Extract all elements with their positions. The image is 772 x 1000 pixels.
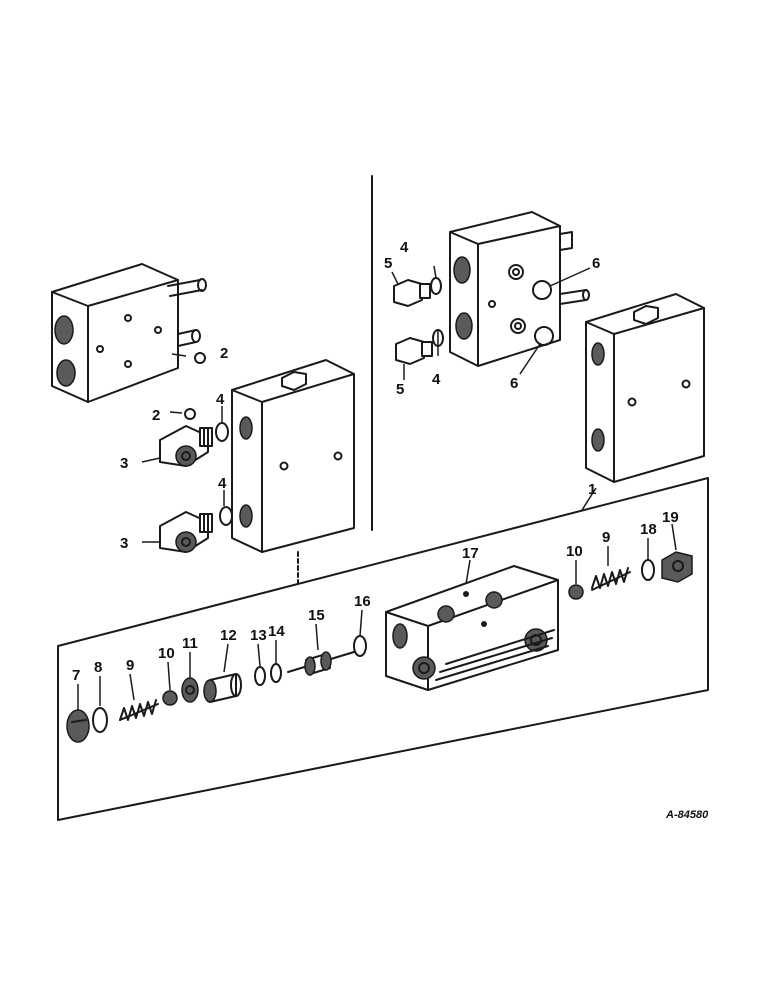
callout-18: 18 (640, 521, 657, 538)
spool-15 (287, 651, 355, 676)
callout-16: 16 (354, 593, 371, 610)
callout-15: 15 (308, 607, 325, 624)
o-ring-2-upper (194, 352, 206, 364)
o-ring-16 (353, 635, 367, 657)
callout-10-left: 10 (158, 645, 175, 662)
valve-body (385, 565, 559, 691)
o-ring-6-upper (532, 280, 552, 300)
callout-14: 14 (268, 623, 285, 640)
o-ring-14 (270, 663, 282, 683)
plug-7 (66, 709, 90, 743)
valve-block-right-upper (449, 211, 590, 367)
plug-19 (661, 551, 693, 583)
o-ring-6-lower (534, 326, 554, 346)
callout-13: 13 (250, 627, 267, 644)
figure-id: A-84580 (665, 809, 709, 821)
elbow-fitting-lower (159, 511, 213, 553)
elbow-fitting-upper (159, 425, 213, 467)
callout-7: 7 (72, 667, 80, 684)
o-ring-4-lower (219, 506, 233, 526)
callout-19: 19 (662, 509, 679, 526)
callout-12: 12 (220, 627, 237, 644)
callout-2-upper: 2 (220, 345, 228, 362)
callout-4-right-upper: 4 (400, 239, 409, 256)
callout-1: 1 (588, 481, 596, 498)
callout-9-right: 9 (602, 529, 610, 546)
spring-9-right (591, 567, 631, 591)
callout-3-lower: 3 (120, 535, 128, 552)
exploded-view-frame (57, 477, 709, 821)
callout-3-upper: 3 (120, 455, 128, 472)
o-ring-8 (92, 707, 108, 733)
callout-4-center-upper: 4 (216, 391, 225, 408)
valve-block-left (51, 263, 207, 403)
callout-17: 17 (462, 545, 479, 562)
callout-6-upper: 6 (592, 255, 600, 272)
ball-10-right (568, 584, 584, 600)
callout-4-center-lower: 4 (218, 475, 227, 492)
seat-11 (181, 677, 199, 703)
callout-9-left: 9 (126, 657, 134, 674)
o-ring-18 (641, 559, 655, 581)
callout-5-lower: 5 (396, 381, 404, 398)
valve-block-center (231, 359, 355, 587)
o-ring-2-lower (184, 408, 196, 420)
callout-6-lower: 6 (510, 375, 518, 392)
o-ring-4-right-upper (430, 277, 442, 295)
valve-block-right (585, 293, 705, 483)
sleeve-12 (203, 673, 242, 703)
callout-5-upper: 5 (384, 255, 392, 272)
callout-11: 11 (182, 635, 198, 652)
spring-9-left (119, 699, 159, 721)
plug-5-lower (395, 337, 433, 365)
o-ring-4-upper (215, 422, 229, 442)
callout-4-right-lower: 4 (432, 371, 441, 388)
plug-5-upper (393, 279, 431, 307)
callout-8: 8 (94, 659, 102, 676)
o-ring-13 (254, 666, 266, 686)
callout-10-right: 10 (566, 543, 583, 560)
ball-10-left (162, 690, 178, 706)
callout-2-lower: 2 (152, 407, 160, 424)
